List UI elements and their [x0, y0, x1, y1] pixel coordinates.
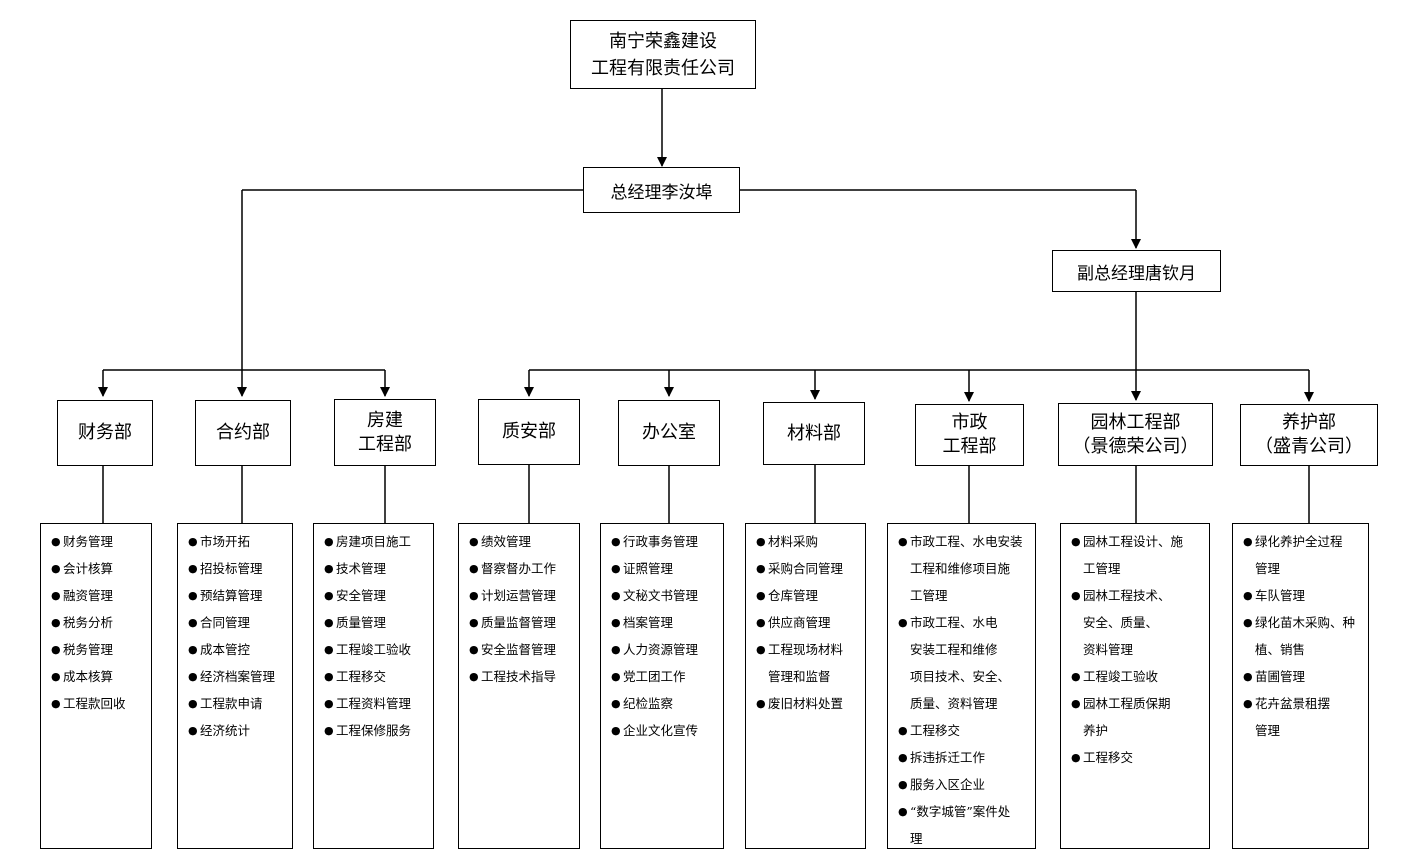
- list-item: 文秘文书管理: [611, 582, 717, 609]
- list-item: 经济档案管理: [188, 663, 286, 690]
- dept-landscape: 园林工程部 （景德荣公司）: [1058, 403, 1213, 466]
- list-item: 税务管理: [51, 636, 145, 663]
- duties-maintenance: 绿化养护全过程 管理 车队管理 绿化苗木采购、种 植、销售 苗圃管理 花卉盆景租…: [1232, 523, 1369, 849]
- dept-name: 园林工程部 （景德荣公司）: [1072, 411, 1199, 457]
- dept-name: 市政 工程部: [942, 412, 997, 457]
- list-item: 工程移交: [1071, 744, 1203, 771]
- list-item: 工程款申请: [188, 690, 286, 717]
- list-item: 采购合同管理: [756, 555, 859, 582]
- list-item: 行政事务管理: [611, 528, 717, 555]
- dept-building: 房建 工程部: [334, 399, 436, 466]
- duties-finance: 财务管理 会计核算 融资管理 税务分析 税务管理 成本核算 工程款回收: [40, 523, 152, 849]
- list-item: 仓库管理: [756, 582, 859, 609]
- duties-landscape: 园林工程设计、施 工管理 园林工程技术、 安全、质量、 资料管理 工程竣工验收 …: [1060, 523, 1210, 849]
- list-item: 绿化苗木采购、种 植、销售: [1243, 609, 1362, 663]
- dept-municipal: 市政 工程部: [915, 404, 1024, 466]
- duties-office: 行政事务管理 证照管理 文秘文书管理 档案管理 人力资源管理 党工团工作 纪检监…: [600, 523, 724, 849]
- dept-name: 质安部: [502, 421, 556, 442]
- duties-contract: 市场开拓 招投标管理 预结算管理 合同管理 成本管控 经济档案管理 工程款申请 …: [177, 523, 293, 849]
- list-item: 计划运营管理: [469, 582, 573, 609]
- dept-name: 房建 工程部: [358, 409, 412, 455]
- list-item: “数字城管”案件处 理: [898, 798, 1029, 852]
- dept-finance: 财务部: [57, 400, 153, 466]
- list-item: 督察督办工作: [469, 555, 573, 582]
- list-item: 园林工程设计、施 工管理: [1071, 528, 1203, 582]
- list-item: 预结算管理: [188, 582, 286, 609]
- list-item: 工程资料管理: [324, 690, 427, 717]
- duties-municipal: 市政工程、水电安装 工程和维修项目施 工管理 市政工程、水电 安装工程和维修 项…: [887, 523, 1036, 849]
- list-item: 成本管控: [188, 636, 286, 663]
- duties-building: 房建项目施工 技术管理 安全管理 质量管理 工程竣工验收 工程移交 工程资料管理…: [313, 523, 434, 849]
- list-item: 招投标管理: [188, 555, 286, 582]
- list-item: 档案管理: [611, 609, 717, 636]
- general-manager-label: 总经理李汝埠: [610, 182, 713, 203]
- deputy-manager-label: 副总经理唐钦月: [1077, 263, 1196, 284]
- list-item: 纪检监察: [611, 690, 717, 717]
- list-item: 市场开拓: [188, 528, 286, 555]
- list-item: 材料采购: [756, 528, 859, 555]
- list-item: 安全监督管理: [469, 636, 573, 663]
- list-item: 合同管理: [188, 609, 286, 636]
- dept-safety: 质安部: [478, 399, 580, 465]
- list-item: 工程保修服务: [324, 717, 427, 744]
- list-item: 服务入区企业: [898, 771, 1029, 798]
- list-item: 拆违拆迁工作: [898, 744, 1029, 771]
- list-item: 苗圃管理: [1243, 663, 1362, 690]
- dept-maintenance: 养护部 （盛青公司）: [1240, 404, 1378, 466]
- list-item: 房建项目施工: [324, 528, 427, 555]
- list-item: 财务管理: [51, 528, 145, 555]
- list-item: 供应商管理: [756, 609, 859, 636]
- duties-materials: 材料采购 采购合同管理 仓库管理 供应商管理 工程现场材料 管理和监督 废旧材料…: [745, 523, 866, 849]
- list-item: 花卉盆景租摆 管理: [1243, 690, 1362, 744]
- dept-materials: 材料部: [763, 402, 865, 465]
- dept-name: 财务部: [78, 422, 132, 443]
- dept-name: 材料部: [787, 422, 841, 444]
- list-item: 技术管理: [324, 555, 427, 582]
- list-item: 会计核算: [51, 555, 145, 582]
- company-name: 南宁荣鑫建设 工程有限责任公司: [591, 30, 735, 79]
- list-item: 市政工程、水电安装 工程和维修项目施 工管理: [898, 528, 1029, 609]
- dept-name: 合约部: [216, 422, 270, 443]
- list-item: 工程移交: [324, 663, 427, 690]
- company-box: 南宁荣鑫建设 工程有限责任公司: [570, 20, 756, 89]
- list-item: 园林工程质保期 养护: [1071, 690, 1203, 744]
- list-item: 工程技术指导: [469, 663, 573, 690]
- dept-contract: 合约部: [195, 400, 291, 466]
- dept-name: 办公室: [642, 422, 696, 443]
- list-item: 质量管理: [324, 609, 427, 636]
- list-item: 人力资源管理: [611, 636, 717, 663]
- list-item: 党工团工作: [611, 663, 717, 690]
- list-item: 企业文化宣传: [611, 717, 717, 744]
- list-item: 经济统计: [188, 717, 286, 744]
- list-item: 废旧材料处置: [756, 690, 859, 717]
- list-item: 工程竣工验收: [1071, 663, 1203, 690]
- list-item: 绩效管理: [469, 528, 573, 555]
- deputy-manager-box: 副总经理唐钦月: [1052, 250, 1221, 292]
- list-item: 安全管理: [324, 582, 427, 609]
- list-item: 园林工程技术、 安全、质量、 资料管理: [1071, 582, 1203, 663]
- list-item: 市政工程、水电 安装工程和维修 项目技术、安全、 质量、资料管理: [898, 609, 1029, 717]
- general-manager-box: 总经理李汝埠: [583, 167, 740, 213]
- list-item: 工程竣工验收: [324, 636, 427, 663]
- list-item: 成本核算: [51, 663, 145, 690]
- dept-name: 养护部 （盛青公司）: [1255, 412, 1363, 457]
- list-item: 融资管理: [51, 582, 145, 609]
- dept-office: 办公室: [618, 400, 720, 466]
- list-item: 工程移交: [898, 717, 1029, 744]
- list-item: 工程款回收: [51, 690, 145, 717]
- list-item: 绿化养护全过程 管理: [1243, 528, 1362, 582]
- list-item: 质量监督管理: [469, 609, 573, 636]
- list-item: 税务分析: [51, 609, 145, 636]
- list-item: 车队管理: [1243, 582, 1362, 609]
- list-item: 证照管理: [611, 555, 717, 582]
- list-item: 工程现场材料 管理和监督: [756, 636, 859, 690]
- duties-safety: 绩效管理 督察督办工作 计划运营管理 质量监督管理 安全监督管理 工程技术指导: [458, 523, 580, 849]
